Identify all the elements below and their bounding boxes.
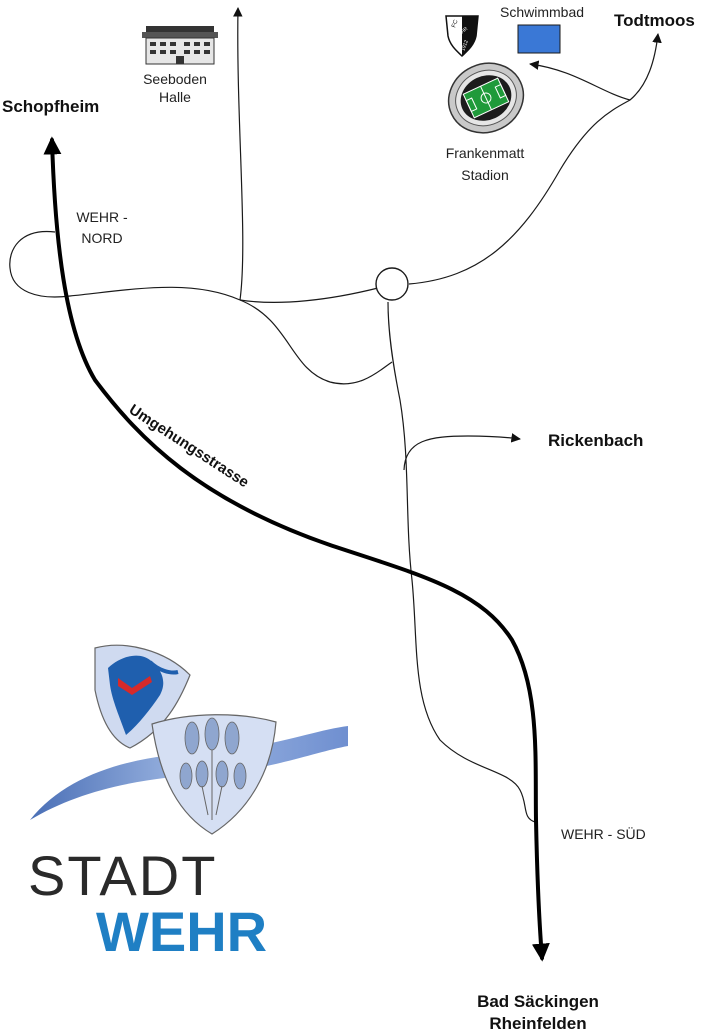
place-rickenbach: Rickenbach	[548, 431, 643, 450]
seeboden-label-line2: Halle	[159, 89, 191, 105]
roundabout-icon	[375, 267, 409, 301]
logo-stadt: STADT	[28, 844, 217, 907]
building-icon	[142, 26, 218, 65]
place-schopfheim: Schopfheim	[2, 97, 99, 116]
exit-nord-line2: NORD	[81, 230, 122, 246]
road-to-rickenbach	[403, 433, 521, 471]
stadion-label-line1: Frankenmatt	[446, 145, 525, 161]
pool-icon	[517, 24, 561, 54]
place-rheinfelden: Rheinfelden	[489, 1014, 586, 1033]
schwimmbad-label: Schwimmbad	[500, 4, 584, 20]
seeboden-label-line1: Seeboden	[143, 71, 207, 87]
exit-sued: WEHR - SÜD	[561, 825, 646, 842]
fc-badge-year: 1912	[460, 39, 470, 52]
road-lower-branch	[239, 299, 393, 385]
stadion-label-line2: Stadion	[461, 167, 508, 183]
stadium-icon	[447, 62, 525, 134]
fc-badge-top: FC	[451, 18, 460, 28]
road-center-link	[239, 287, 379, 303]
logo-wehr: WEHR	[96, 900, 267, 963]
city-logo: STADT WEHR	[28, 644, 348, 963]
coat-of-arms-icon	[94, 644, 277, 835]
place-bad-saeckingen: Bad Säckingen	[477, 992, 599, 1011]
place-todtmoos: Todtmoos	[614, 11, 695, 30]
road-wehr-nord-loop	[9, 230, 241, 301]
road-north-seeboden	[233, 7, 244, 301]
exit-nord-line1: WEHR -	[76, 209, 128, 225]
road-to-schwimmbad	[529, 60, 631, 101]
fc-wehr-badge-icon: FC WEHR 1912	[445, 15, 479, 58]
road-label-umgehungsstrasse: Umgehungsstrasse	[126, 401, 252, 491]
road-south	[387, 301, 536, 823]
main-road-bypass	[43, 136, 550, 962]
